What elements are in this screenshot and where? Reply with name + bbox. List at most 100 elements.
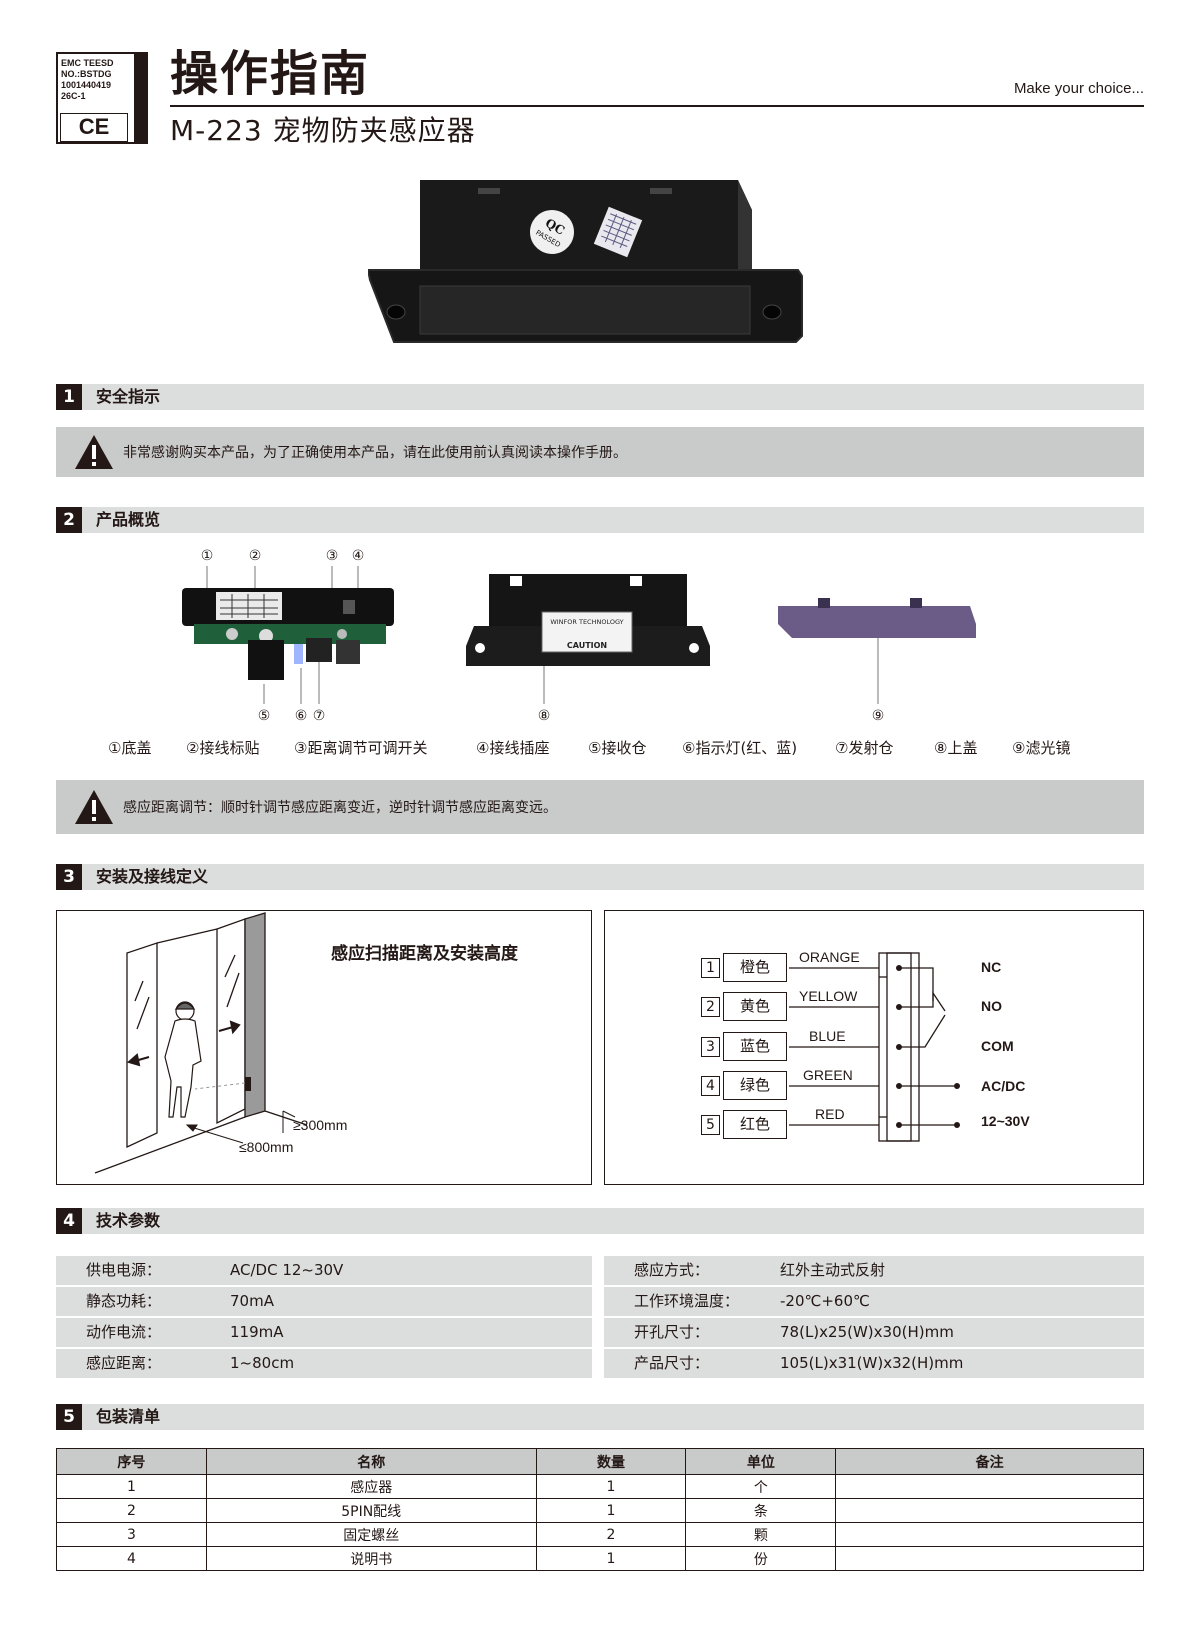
table-row: 2 5PIN配线 1 条 — [56, 1498, 1144, 1523]
column-header: 数量 — [535, 1448, 687, 1475]
sensor-beam — [194, 1082, 246, 1090]
spec-value: 70mA — [230, 1292, 274, 1310]
wiring-label — [216, 592, 282, 620]
callout-7: ⑦ — [313, 708, 326, 724]
mount-hole — [689, 643, 699, 653]
qc-sticker: QC PASSED — [530, 210, 574, 254]
door-glass-line — [136, 996, 150, 1030]
section-label: 包装清单 — [96, 1407, 161, 1426]
pcb-component — [226, 628, 238, 640]
spec-value: 78(L)x25(W)x30(H)mm — [780, 1323, 954, 1341]
page-title: 操作指南 — [170, 46, 371, 102]
spec-key: 供电电源： — [86, 1261, 162, 1279]
person-cap — [174, 1002, 196, 1010]
floor-line — [94, 1116, 246, 1174]
warning-icon — [75, 790, 113, 824]
warning-icon — [75, 435, 113, 469]
spec-value: 105(L)x31(W)x32(H)mm — [780, 1354, 964, 1372]
motion-arrow-right — [218, 1026, 234, 1032]
safety-notice-text: 非常感谢购买本产品，为了正确使用本产品，请在此使用前认真阅读本操作手册。 — [123, 445, 627, 461]
spec-row: 工作环境温度： -20℃+60℃ — [604, 1287, 1144, 1316]
wire-index: 5 — [701, 1115, 720, 1135]
section-header-overview: 2 产品概览 — [56, 507, 1144, 533]
terminal-label: AC/DC — [981, 1078, 1026, 1094]
cert-line: NO.:BSTDG — [61, 69, 112, 79]
pcb-component — [259, 629, 273, 643]
mount-hole — [475, 643, 485, 653]
spec-value: 119mA — [230, 1323, 284, 1341]
part-label: ④接线插座 — [476, 739, 550, 757]
table-cell: 固定螺丝 — [205, 1522, 537, 1547]
section-number: 1 — [56, 384, 82, 410]
section-label: 安装及接线定义 — [96, 867, 209, 886]
tagline: Make your choice... — [1013, 80, 1144, 97]
section-header-packing: 5 包装清单 — [56, 1404, 1144, 1430]
callout-2: ② — [249, 548, 262, 564]
cert-line: 26C-1 — [61, 91, 86, 101]
callout-8: ⑧ — [538, 708, 551, 724]
distance-notice-bar: 感应距离调节：顺时针调节感应距离变近，逆时针调节感应距离变远。 — [56, 780, 1144, 834]
terminal-label: COM — [981, 1038, 1014, 1054]
spec-row: 动作电流：119mA — [56, 1318, 592, 1347]
vent-slot — [478, 188, 500, 194]
filter-lens-body — [778, 606, 976, 638]
pcb-bottom-cover — [182, 588, 394, 626]
wire-name: BLUE — [809, 1028, 846, 1044]
top-cover-body — [489, 574, 687, 638]
callout-5: ⑤ — [258, 708, 271, 724]
door-glass-line — [224, 954, 236, 978]
section-header-install: 3 安装及接线定义 — [56, 864, 1144, 890]
door-panel-left — [126, 942, 158, 1149]
column-header: 名称 — [205, 1448, 537, 1475]
wire-color-label: 红色 — [723, 1110, 787, 1139]
wire-color-label: 绿色 — [723, 1071, 787, 1100]
header-rule — [170, 105, 1144, 107]
spec-key: 产品尺寸： — [634, 1354, 710, 1372]
section-label: 安全指示 — [96, 387, 161, 406]
caution-sticker-brand: WINFOR TECHNOLOGY — [550, 618, 623, 626]
spec-key: 开孔尺寸： — [634, 1323, 710, 1341]
callout-4: ④ — [352, 548, 365, 564]
product-overview-diagram: ① ② ③ ④ ⑤ ⑥ ⑦ ⑧ ⑨ — [182, 548, 976, 724]
relay-contact — [899, 967, 934, 1001]
callout-9: ⑨ — [872, 708, 885, 724]
wire-index: 2 — [701, 997, 720, 1017]
spec-key: 工作环境温度： — [634, 1292, 740, 1310]
terminal-label: NC — [981, 959, 1002, 975]
connector-pin — [896, 1083, 902, 1089]
ce-mark: CE — [60, 113, 128, 142]
table-cell: 颗 — [685, 1522, 837, 1547]
terminal-dot — [954, 1122, 960, 1128]
cert-lines: EMC TEESD NO.:BSTDG 1001440419 26C-1 — [61, 58, 114, 102]
table-cell: 2 — [535, 1522, 687, 1547]
person-figure — [164, 1001, 202, 1118]
wire-color-label: 黄色 — [723, 992, 787, 1021]
section-number: 4 — [56, 1208, 82, 1234]
emitter-housing — [306, 638, 332, 662]
receiver-housing — [248, 640, 284, 680]
dim-distance-line — [190, 1126, 244, 1144]
spec-value: -20℃+60℃ — [780, 1292, 870, 1310]
caution-sticker — [541, 611, 633, 653]
pcb-assembly — [182, 588, 394, 680]
wire-index: 1 — [701, 958, 720, 978]
cert-line: EMC TEESD — [61, 58, 114, 68]
part-label: ⑥指示灯(红、蓝) — [682, 739, 798, 757]
wire-name: ORANGE — [799, 949, 860, 965]
dim-height-line — [282, 1110, 296, 1118]
pcb-board — [194, 624, 386, 644]
pcb-component — [337, 629, 347, 639]
callout-3: ③ — [326, 548, 339, 564]
sensor-body-side — [738, 180, 752, 276]
table-row: 4 说明书 1 份 — [56, 1546, 1144, 1571]
section-number: 2 — [56, 507, 82, 533]
wiring-label-grid — [220, 594, 278, 618]
wire-color-label: 蓝色 — [723, 1032, 787, 1061]
table-cell: 感应器 — [205, 1474, 537, 1499]
cover-slot — [510, 576, 522, 586]
relay-contact — [899, 990, 946, 1012]
callout-6: ⑥ — [295, 708, 308, 724]
install-panel-title: 感应扫描距离及安装高度 — [331, 944, 518, 964]
door-glass-line — [134, 980, 144, 1002]
table-cell: 条 — [685, 1498, 837, 1523]
